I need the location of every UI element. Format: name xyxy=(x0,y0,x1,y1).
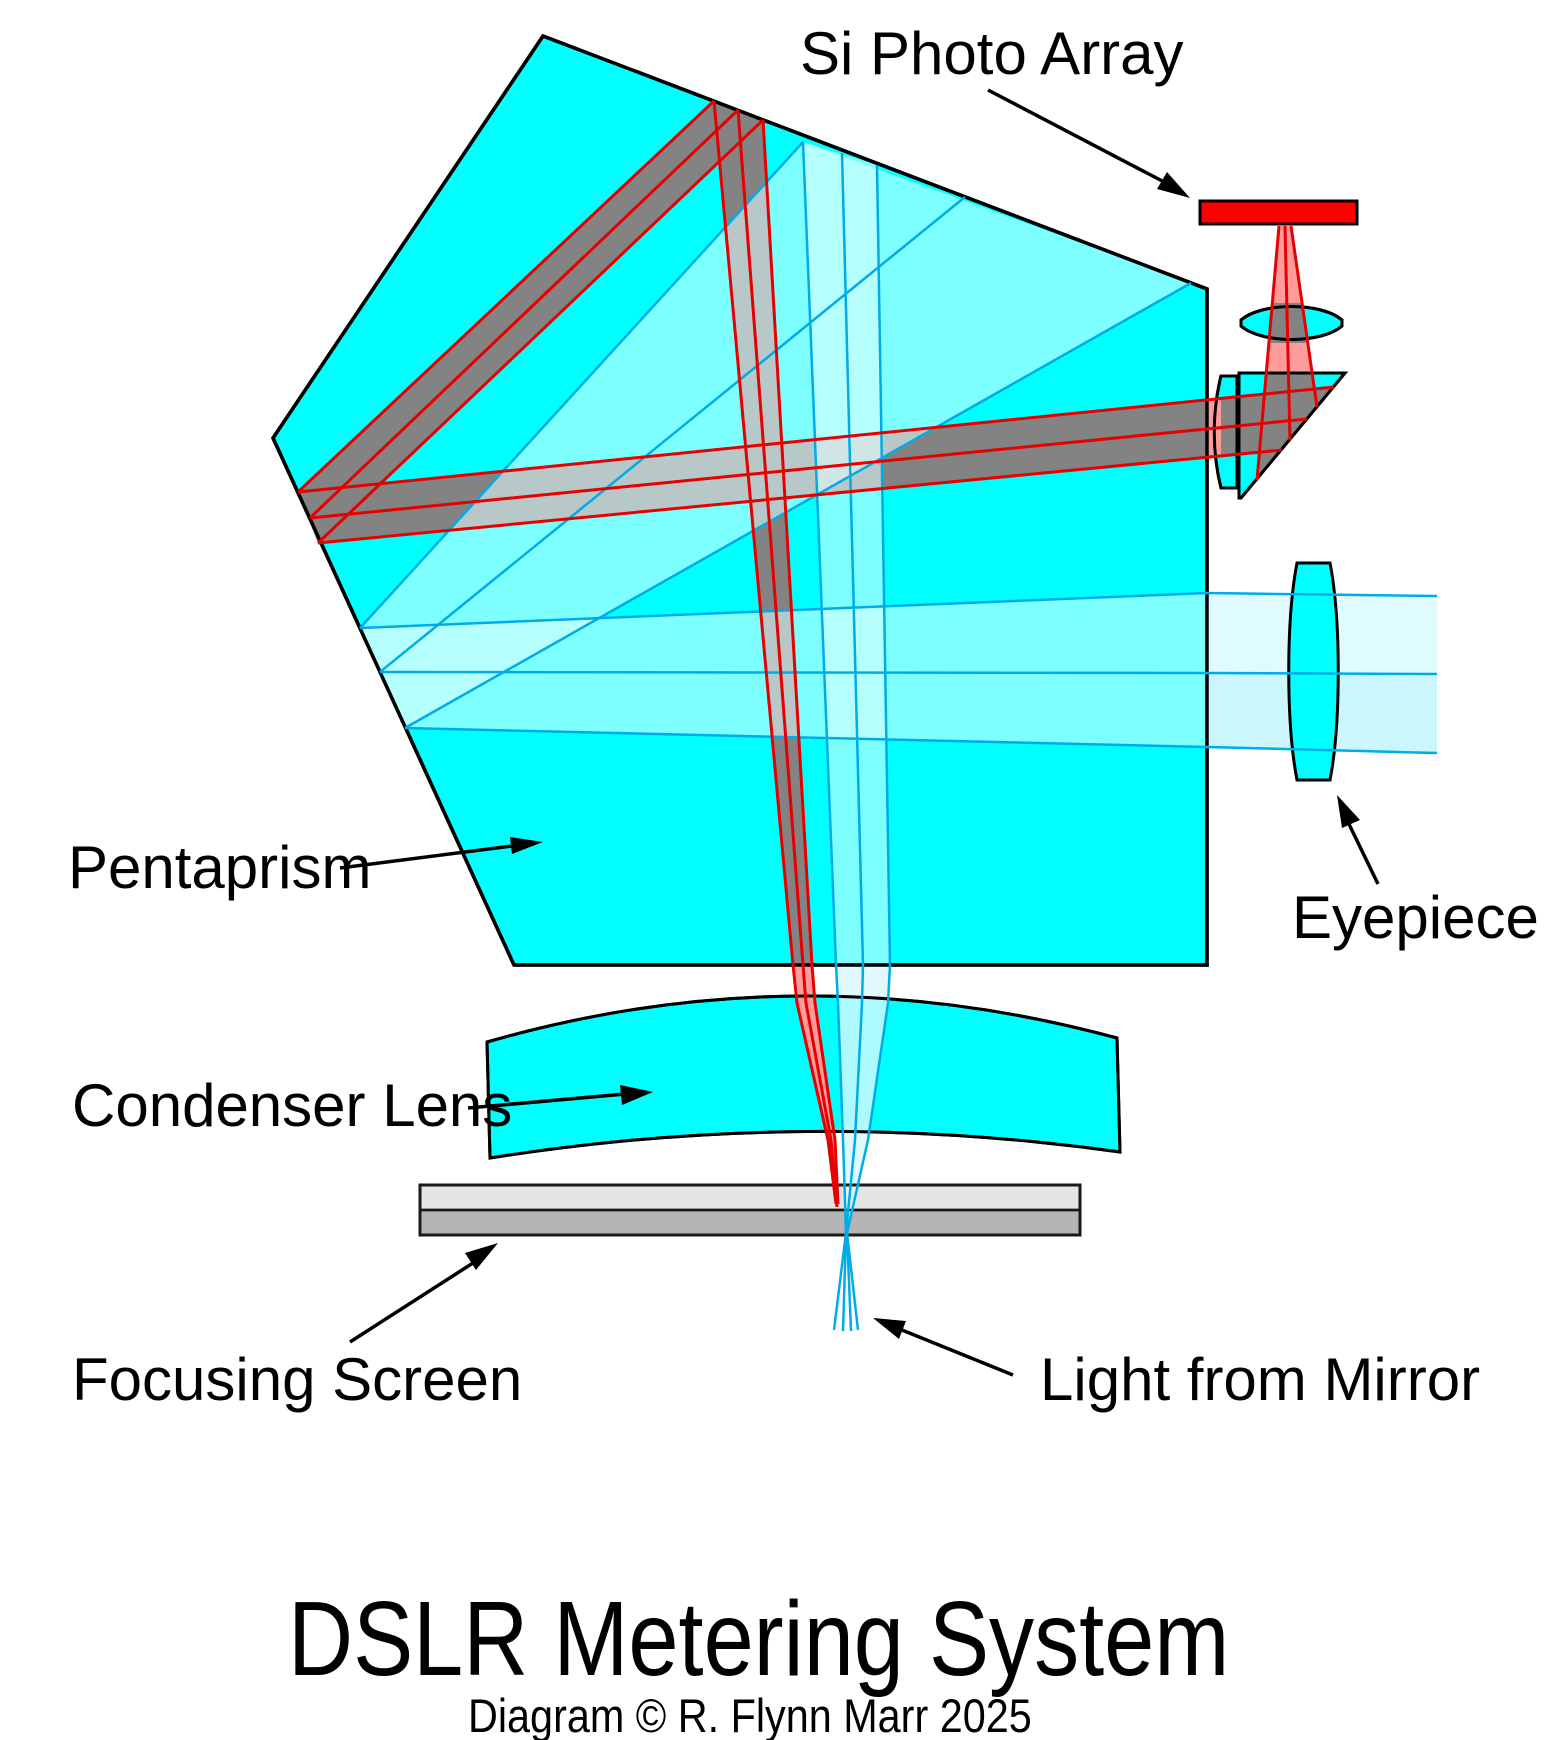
outline-restrokes xyxy=(271,33,1349,1237)
label-eyepiece: Eyepiece xyxy=(1292,884,1539,951)
focusing-screen-arrow xyxy=(349,1243,498,1344)
pentaprism-arrow xyxy=(339,837,543,870)
label-arrows xyxy=(339,88,1380,1377)
eyepiece-lens xyxy=(1287,561,1340,782)
label-si-photo-array: Si Photo Array xyxy=(800,20,1184,87)
si-photo-array-arrow xyxy=(987,88,1190,198)
condenser-lens-arrow xyxy=(467,1085,653,1110)
label-condenser-lens: Condenser Lens xyxy=(72,1072,513,1139)
viewing-beam-inside xyxy=(360,142,1207,965)
light-from-mirror-arrow xyxy=(873,1318,1014,1377)
label-light-from-mirror: Light from Mirror xyxy=(1040,1346,1481,1413)
viewing-beam-lines xyxy=(359,141,1438,1332)
label-focusing-screen: Focusing Screen xyxy=(72,1346,523,1413)
si-photo-array-bar xyxy=(1198,199,1359,226)
label-pentaprism: Pentaprism xyxy=(68,834,372,901)
page-subtitle: Diagram © R. Flynn Marr 2025 xyxy=(468,1689,1032,1740)
metering-beam-lines xyxy=(296,99,1335,1208)
page-title: DSLR Metering System xyxy=(288,1580,1230,1698)
eyepiece-arrow xyxy=(1337,795,1380,885)
